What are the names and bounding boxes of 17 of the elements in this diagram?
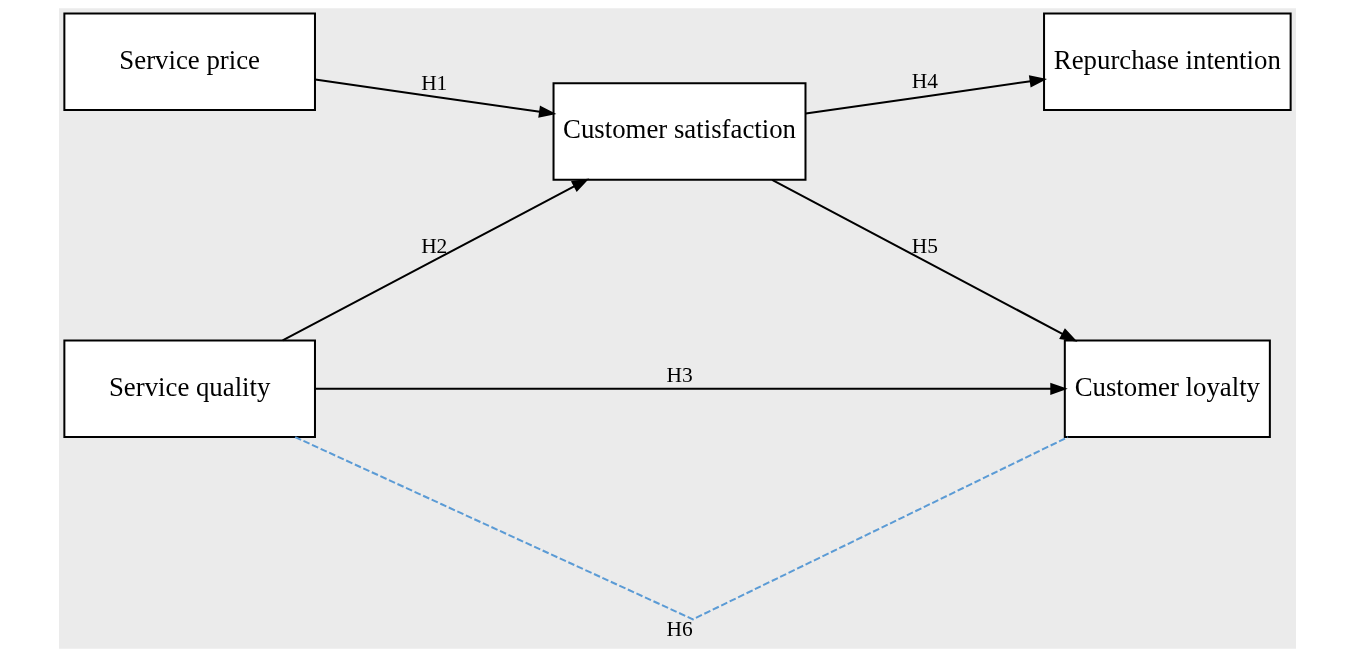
edge-label: H3	[666, 362, 693, 387]
edge-label: H1	[421, 70, 448, 95]
arrow	[315, 78, 557, 118]
node-box: Customer satisfaction	[552, 82, 807, 181]
edge-label: H6	[666, 617, 693, 642]
arrow	[315, 382, 1068, 395]
node-box: Customer loyalty	[1063, 339, 1271, 439]
edge-label: H4	[911, 69, 938, 94]
arrow	[282, 178, 590, 342]
connector	[294, 436, 1069, 621]
edge-label: H2	[421, 234, 448, 259]
arrow	[771, 179, 1078, 342]
node-box: Service quality	[63, 339, 316, 439]
node-box: Repurchase intention	[1043, 12, 1292, 112]
edge-label: H5	[911, 234, 938, 259]
arrow	[805, 75, 1047, 115]
node-box: Service price	[63, 12, 316, 112]
